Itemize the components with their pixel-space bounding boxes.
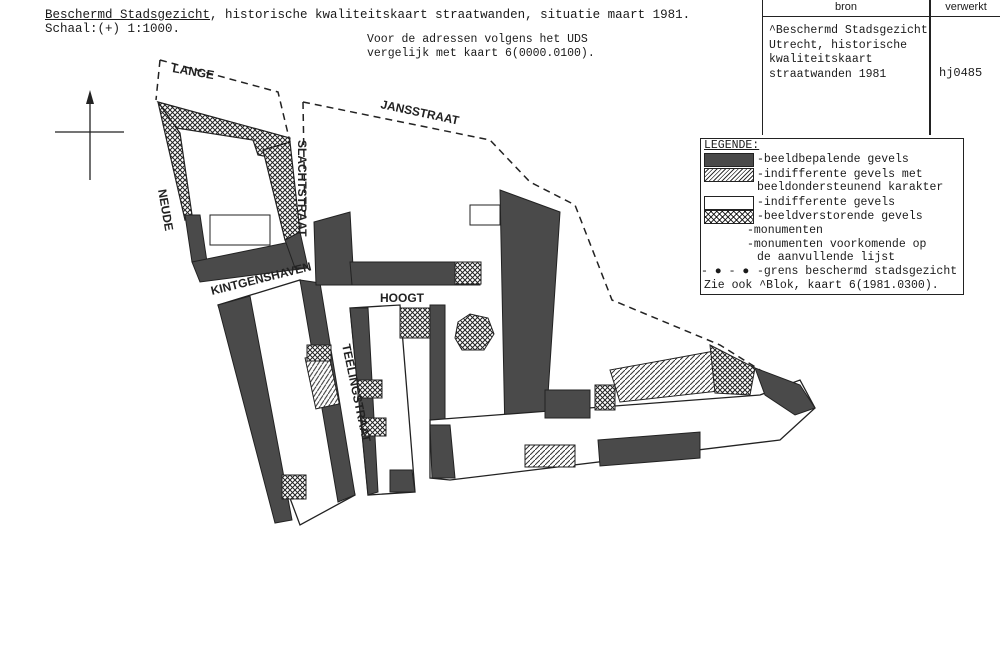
block-south <box>429 344 816 481</box>
source-table: bron verwerkt ^Beschermd Stadsgezicht Ut… <box>762 0 1000 135</box>
source-code: hj0485 <box>939 66 983 80</box>
map-title: Beschermd Stadsgezicht, historische kwal… <box>45 8 690 22</box>
north-arrow-icon <box>55 90 124 180</box>
legend-swatch-verstorend <box>704 210 754 224</box>
source-line3: kwaliteitskaart <box>769 53 873 66</box>
map-title-rest: , historische kwaliteitskaart straatwand… <box>210 8 691 22</box>
address-note-line2: vergelijk met kaart 6(0000.0100). <box>367 47 595 60</box>
street-neude: NEUDE <box>155 188 176 232</box>
legend-item6b: de aanvullende lijst <box>757 251 896 264</box>
legend-item2a: -indifferente gevels met <box>757 168 923 181</box>
legend-item3: -indifferente gevels <box>757 196 896 209</box>
legend-item4: -beeldverstorende gevels <box>757 210 923 223</box>
source-line1: ^Beschermd Stadsgezicht <box>769 24 928 37</box>
legend-title: LEGENDE: <box>704 139 760 152</box>
legend-footer: Zie ook ^Blok, kaart 6(1981.0300). <box>704 279 939 292</box>
legend-item7: -grens beschermd stadsgezicht <box>757 265 958 278</box>
street-lange: LANGE <box>171 61 215 82</box>
source-col-verwerkt: verwerkt <box>945 1 987 13</box>
map-title-underlined: Beschermd Stadsgezicht <box>45 8 211 22</box>
scale-symbol: (+) <box>97 22 121 36</box>
source-line2: Utrecht, historische <box>769 38 908 52</box>
block-kintgenshaven <box>217 279 356 526</box>
legend: LEGENDE: -beeldbepalende gevels -indiffe… <box>700 138 964 295</box>
legend-item6a: -monumenten voorkomende op <box>747 238 927 251</box>
address-note-line1: Voor de adressen volgens het UDS <box>367 33 588 46</box>
protected-boundary-west <box>155 59 306 221</box>
street-hoogt: HOOGT <box>380 291 425 305</box>
legend-swatch-beeldbepalend <box>704 153 754 167</box>
legend-swatch-ondersteunend <box>704 168 754 182</box>
scale-line: Schaal:(+) 1:1000. <box>45 22 180 36</box>
source-table-header <box>763 0 1000 17</box>
legend-swatch-indifferent <box>704 196 754 210</box>
source-text: ^Beschermd Stadsgezicht Utrecht, histori… <box>769 24 929 82</box>
protected-boundary <box>159 59 801 396</box>
block-neude <box>156 100 309 283</box>
street-jansstraat: JANSSTRAAT <box>379 97 461 127</box>
source-line4: straatwanden 1981 <box>769 67 887 81</box>
legend-boundary-line: - ● - ● <box>701 265 750 278</box>
scale-label: Schaal: <box>45 22 98 36</box>
scale-value: 1:1000. <box>127 22 181 36</box>
source-col-bron: bron <box>834 1 858 13</box>
legend-item1: -beeldbepalende gevels <box>757 153 909 166</box>
legend-item5: -monumenten <box>747 224 823 237</box>
street-slachtstraat: SLACHTSTRAAT <box>295 140 309 237</box>
source-table-divider <box>929 0 931 135</box>
legend-item2b: beeldondersteunend karakter <box>757 181 944 194</box>
